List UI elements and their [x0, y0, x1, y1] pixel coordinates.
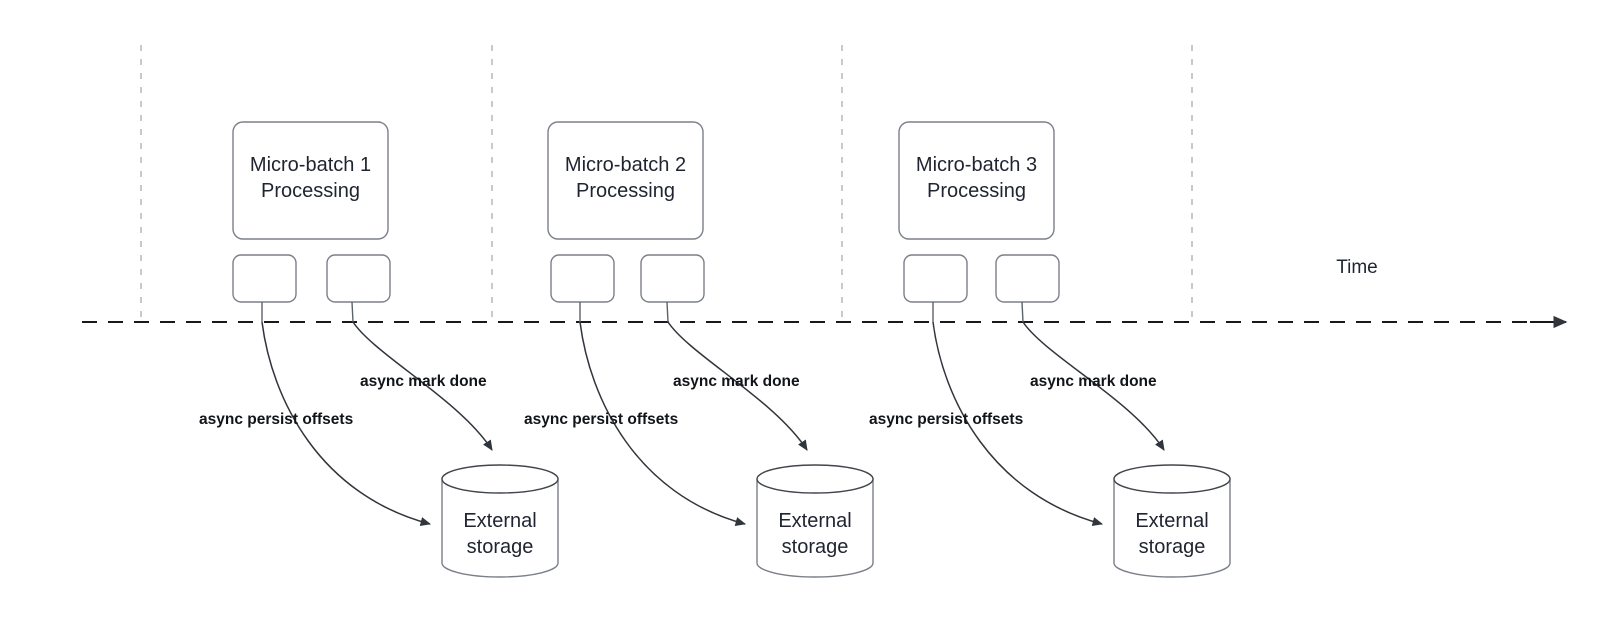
micro-batch-1-mark-done-stub: [351, 301, 354, 323]
micro-batch-3-process-label-line1: Micro-batch 3: [916, 154, 1037, 176]
micro-batch-3-process-box[interactable]: [898, 121, 1055, 240]
micro-batch-2-process-label-line2: Processing: [576, 180, 675, 202]
micro-batch-1-async-persist-offsets-label: async persist offsets: [199, 411, 353, 428]
external-storage-label-2-line2: storage: [782, 536, 849, 558]
external-storage-body-1: [441, 478, 559, 578]
micro-batch-2-persist-offsets-flow: [579, 321, 747, 527]
micro-batch-1-mark-done-flow: [352, 321, 493, 451]
external-storage-body-2: [756, 478, 874, 578]
micro-batch-2-async-persist-offsets-label: async persist offsets: [524, 411, 678, 428]
micro-batch-1-persist-offsets-flow: [261, 321, 432, 527]
micro-batch-3-process-label-line2: Processing: [927, 180, 1026, 202]
external-storage-top-3: [1113, 464, 1231, 494]
micro-batch-group-3: Micro-batch 3 Processing External storag…: [869, 121, 1231, 578]
micro-batch-1-external-storage[interactable]: External storage: [441, 464, 559, 578]
micro-batch-3-mark-done-stub: [1021, 301, 1024, 323]
micro-batch-2-mark-done-task-box[interactable]: [640, 254, 705, 303]
micro-batch-2-async-mark-done-label: async mark done: [673, 373, 800, 390]
external-storage-label-1-line2: storage: [467, 536, 534, 558]
external-storage-label-2-line1: External: [778, 510, 851, 532]
micro-batch-1-persist-offsets-task-box[interactable]: [232, 254, 297, 303]
micro-batch-3-external-storage[interactable]: External storage: [1113, 464, 1231, 578]
micro-batch-2-process-label-line1: Micro-batch 2: [565, 154, 686, 176]
micro-batch-3-mark-done-flow: [1022, 321, 1165, 451]
micro-batch-3-async-mark-done-label: async mark done: [1030, 373, 1157, 390]
external-storage-label-3-line2: storage: [1139, 536, 1206, 558]
tick-lines-group: [140, 45, 1193, 322]
micro-batch-3-async-persist-offsets-label: async persist offsets: [869, 411, 1023, 428]
micro-batch-2-mark-done-stub: [666, 301, 669, 323]
time-axis-label: Time: [1336, 257, 1378, 278]
micro-batch-2-mark-done-flow: [667, 321, 808, 451]
micro-batch-3-persist-offsets-flow: [932, 321, 1104, 527]
external-storage-label-3-line1: External: [1135, 510, 1208, 532]
external-storage-label-1-line1: External: [463, 510, 536, 532]
external-storage-top-1: [441, 464, 559, 494]
micro-batch-3-mark-done-task-box[interactable]: [995, 254, 1060, 303]
time-axis-group: Time: [82, 257, 1568, 329]
micro-batch-1-mark-done-task-box[interactable]: [326, 254, 391, 303]
micro-batch-2-external-storage[interactable]: External storage: [756, 464, 874, 578]
micro-batch-group-2: Micro-batch 2 Processing External storag…: [524, 121, 874, 578]
micro-batch-2-persist-offsets-task-box[interactable]: [550, 254, 615, 303]
micro-batch-3-persist-offsets-task-box[interactable]: [903, 254, 968, 303]
micro-batch-1-process-label-line1: Micro-batch 1: [250, 154, 371, 176]
micro-batch-1-process-box[interactable]: [232, 121, 389, 240]
micro-batch-2-process-box[interactable]: [547, 121, 704, 240]
external-storage-top-2: [756, 464, 874, 494]
micro-batch-group-1: Micro-batch 1 Processing External storag…: [199, 121, 559, 578]
external-storage-body-3: [1113, 478, 1231, 578]
micro-batch-1-async-mark-done-label: async mark done: [360, 373, 487, 390]
micro-batch-1-process-label-line2: Processing: [261, 180, 360, 202]
